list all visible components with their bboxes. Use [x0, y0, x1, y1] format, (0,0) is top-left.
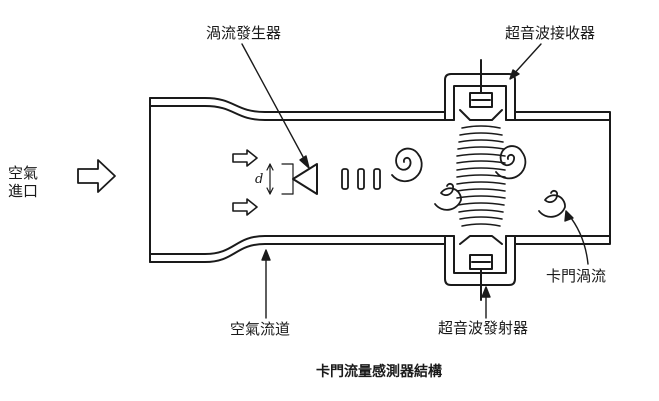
air-inlet-label-line1: 空氣: [8, 164, 39, 182]
air-channel-body: [149, 97, 611, 263]
karman-vortex-leader: [564, 210, 589, 265]
ultrasonic-transmitter-leader: [481, 286, 491, 319]
ultrasonic-transmitter-element: [459, 235, 503, 301]
vortex-generator-triangle: [292, 163, 318, 195]
channel-outer-top-wall: [149, 97, 446, 113]
dimension-d-label: d: [255, 172, 264, 187]
vortex-generator: [266, 163, 318, 195]
ultrasonic-waves: [456, 125, 506, 227]
flow-arrow-upper: [232, 149, 258, 167]
diagram-caption: 卡門流量感測器結構: [316, 364, 442, 380]
vortex-1: [391, 147, 423, 183]
channel-outer-bottom-wall: [149, 243, 446, 263]
air-channel-label: 空氣流道: [230, 320, 291, 338]
shed-vortex-bars: [341, 168, 381, 190]
ultrasonic-transmitter-label: 超音波發射器: [438, 319, 529, 337]
karman-vortices: [391, 145, 566, 218]
vortex-2: [434, 182, 462, 211]
channel-inner-top-wall: [149, 105, 446, 121]
channel-outer-top-right: [514, 111, 611, 245]
ultrasonic-receiver-element: [459, 59, 503, 121]
vortex-generator-leader: [241, 43, 310, 169]
vortex-3: [495, 145, 527, 180]
air-channel-leader: [261, 249, 271, 319]
karman-vortex-label: 卡門渦流: [546, 267, 607, 285]
vortex-4: [538, 189, 566, 218]
channel-inner-bottom-wall: [149, 235, 446, 255]
ultrasonic-receiver-leader: [509, 43, 542, 80]
ultrasonic-receiver-label: 超音波接收器: [505, 24, 596, 42]
air-inlet-arrow: [77, 159, 116, 193]
flow-arrow-lower: [232, 198, 258, 216]
vortex-generator-label: 渦流發生器: [206, 24, 282, 42]
air-inlet-label-line2: 進口: [8, 182, 39, 200]
